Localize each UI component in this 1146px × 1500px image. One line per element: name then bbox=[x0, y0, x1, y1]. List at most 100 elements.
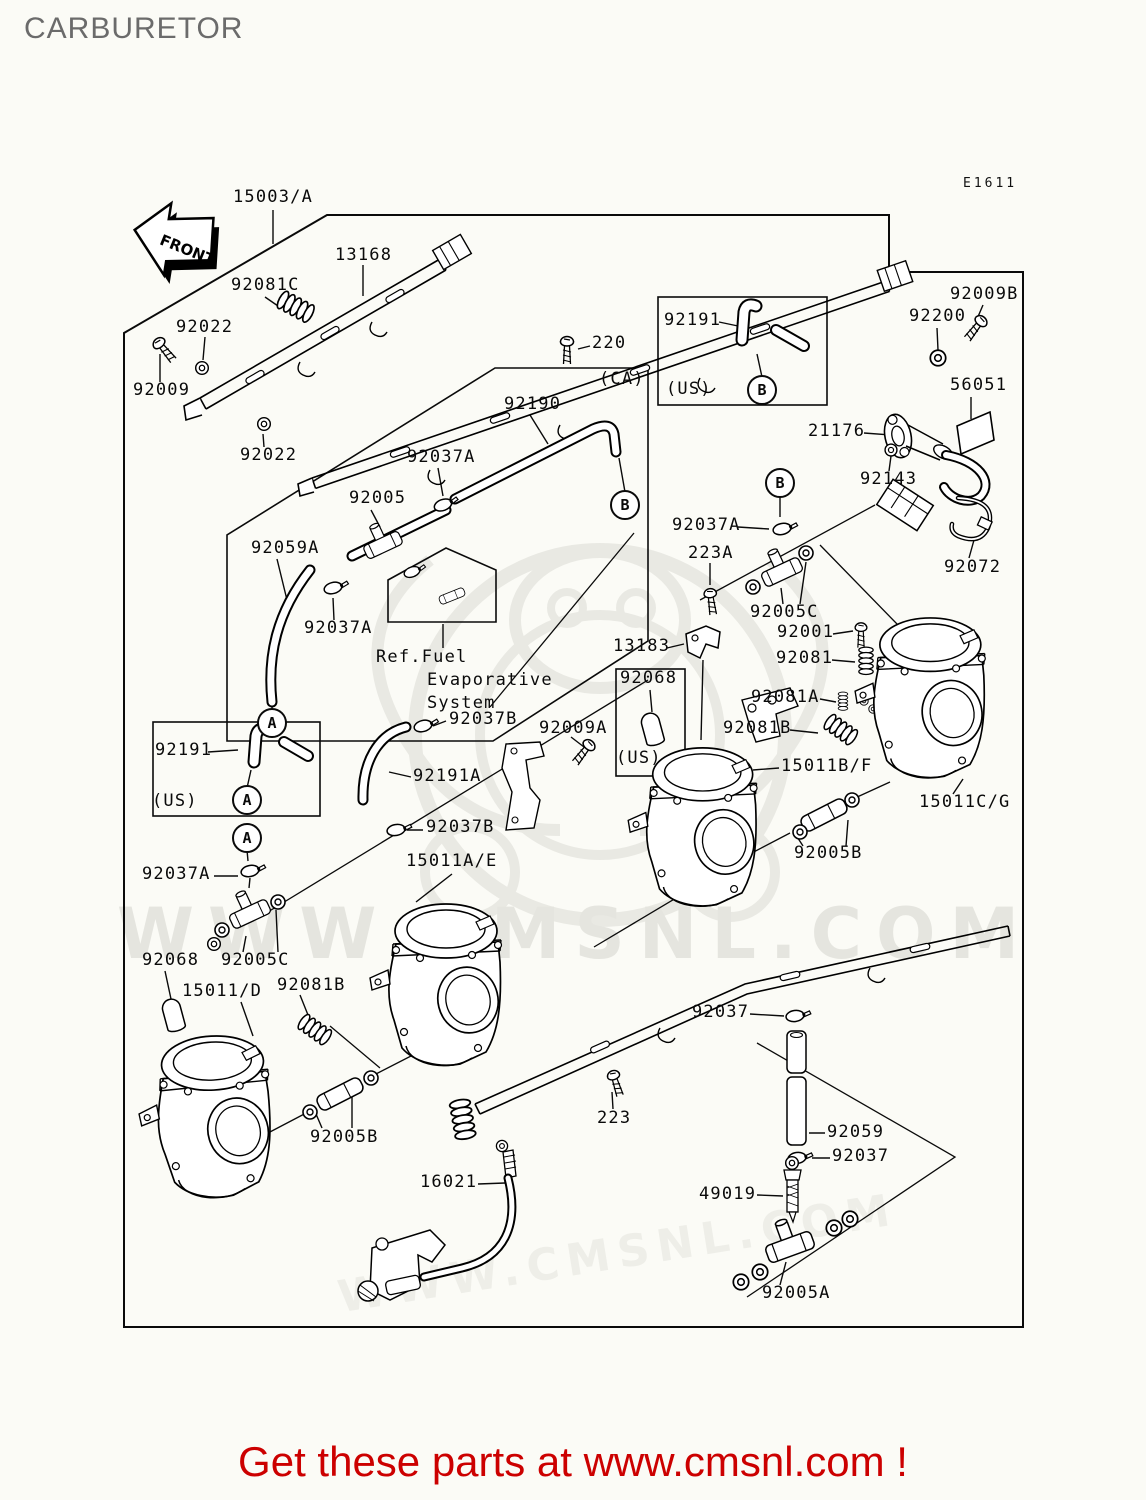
part-number-label: 92037A bbox=[672, 515, 741, 535]
diagram-code: E1611 bbox=[963, 176, 1018, 191]
part-number-label: 92037 bbox=[692, 1002, 750, 1022]
part-number-label: 92001 bbox=[777, 622, 835, 642]
part-number-label: 92037B bbox=[426, 817, 495, 837]
clamp-92037a-lower bbox=[322, 577, 351, 597]
carburetor-15011d bbox=[134, 1032, 280, 1203]
part-number-label: 92037A bbox=[407, 447, 476, 467]
cmsnl-banner-link[interactable]: Get these parts at www.cmsnl.com ! bbox=[238, 1438, 908, 1485]
ref-fuel-box bbox=[387, 547, 497, 623]
part-number-label: 15011/D bbox=[182, 981, 263, 1001]
part-number-label: 92191A bbox=[413, 766, 482, 786]
bracket-92009a bbox=[501, 741, 545, 831]
washer-92022-lower bbox=[256, 416, 272, 432]
part-number-label: 92005B bbox=[310, 1127, 379, 1147]
fuel-rail-lower bbox=[297, 259, 914, 498]
oring-92005b-l2 bbox=[363, 1070, 379, 1086]
screw-220 bbox=[559, 335, 575, 365]
part-number-label: 92005C bbox=[750, 602, 819, 622]
part-number-label: (US) bbox=[666, 379, 712, 399]
spring-92081 bbox=[858, 646, 874, 676]
cap-92068-left bbox=[159, 996, 187, 1034]
oring-92005c-l3 bbox=[206, 936, 222, 952]
part-number-label: 92081B bbox=[277, 975, 346, 995]
part-number-label: 13168 bbox=[335, 245, 393, 265]
oring-92005a-2 bbox=[751, 1263, 769, 1281]
hose-92191a bbox=[357, 721, 412, 806]
bracket-13183 bbox=[685, 625, 721, 660]
part-number-label: Evaporative bbox=[427, 670, 553, 690]
oring-92005c-r2 bbox=[745, 579, 761, 595]
part-number-label: 92037B bbox=[449, 709, 518, 729]
oring-92005b-r1 bbox=[792, 824, 808, 840]
spring-92081a bbox=[837, 691, 849, 711]
diagram-border bbox=[123, 214, 1024, 1328]
fuel-pipe-rail-lower bbox=[474, 925, 1011, 1115]
part-number-label: 92081C bbox=[231, 275, 300, 295]
bracket-carb-bf bbox=[741, 687, 799, 743]
part-number-label: 16021 bbox=[420, 1172, 478, 1192]
part-number-label: 92009B bbox=[950, 284, 1019, 304]
screw-starter-16021 bbox=[357, 1097, 517, 1302]
hose-92059a bbox=[265, 564, 316, 708]
part-number-label: 21176 bbox=[808, 421, 866, 441]
leader-lines bbox=[159, 210, 984, 1286]
part-number-label: 92005A bbox=[762, 1283, 831, 1303]
washer-92200 bbox=[929, 349, 947, 367]
part-number-label: 92009A bbox=[539, 718, 608, 738]
part-number-label: 92005B bbox=[794, 843, 863, 863]
oring-92005b-r2 bbox=[844, 792, 860, 808]
part-number-label: 92022 bbox=[240, 445, 298, 465]
us-inset-92068 bbox=[615, 668, 686, 777]
pipe-92005b-left bbox=[314, 1075, 366, 1113]
part-number-label: 92005C bbox=[221, 950, 290, 970]
part-number-label: 92190 bbox=[504, 394, 562, 414]
part-number-label: 92059A bbox=[251, 538, 320, 558]
part-number-label: 92191 bbox=[664, 310, 722, 330]
part-number-label: Ref.Fuel bbox=[376, 647, 468, 667]
part-number-label: (US) bbox=[616, 748, 662, 768]
carburetor-15011cg bbox=[854, 617, 990, 779]
part-number-label: 92081 bbox=[776, 648, 834, 668]
tube-92059 bbox=[786, 1030, 807, 1146]
clamp-92037a-left bbox=[239, 861, 268, 880]
part-number-label: (CA) bbox=[599, 369, 645, 389]
oring-92005a-3 bbox=[825, 1219, 843, 1237]
oring-92005c-l2 bbox=[270, 894, 286, 910]
part-number-label: 92022 bbox=[176, 317, 234, 337]
spring-92081b-right bbox=[821, 712, 861, 748]
part-number-label: 92037A bbox=[304, 618, 373, 638]
spring-92081b-left bbox=[295, 1012, 335, 1048]
part-number-label: 49019 bbox=[699, 1184, 757, 1204]
screw-92009a bbox=[569, 736, 599, 768]
part-number-label: System bbox=[427, 693, 496, 713]
part-number-label: 15011A/E bbox=[406, 851, 498, 871]
screw-92001 bbox=[854, 622, 868, 649]
part-number-label: 92200 bbox=[909, 306, 967, 326]
cap-92068-right bbox=[638, 710, 666, 748]
part-number-label: 220 bbox=[592, 333, 627, 353]
oring-92005a-4 bbox=[841, 1210, 859, 1228]
callout-circle-a: A bbox=[257, 708, 287, 738]
washer-92022-upper bbox=[194, 360, 210, 376]
part-number-label: 92143 bbox=[860, 469, 918, 489]
part-number-label: 92072 bbox=[944, 557, 1002, 577]
part-number-label: 92059 bbox=[827, 1122, 885, 1142]
part-number-label: 92037 bbox=[832, 1146, 890, 1166]
strap-92072 bbox=[949, 495, 993, 542]
part-number-label: 92037A bbox=[142, 864, 211, 884]
oring-92005c-r1 bbox=[798, 545, 814, 561]
part-number-label: 15011C/G bbox=[919, 792, 1011, 812]
carburetor-15011bf bbox=[627, 747, 762, 908]
callout-circle-b: B bbox=[747, 375, 777, 405]
callout-circle-a: A bbox=[232, 785, 262, 815]
pipe-92005b-right bbox=[798, 796, 850, 834]
clamp-92037-upper bbox=[784, 1007, 813, 1024]
part-number-label: 56051 bbox=[950, 375, 1008, 395]
part-number-label: 223 bbox=[597, 1108, 632, 1128]
strainer-49019 bbox=[783, 1155, 802, 1224]
grommet-92143 bbox=[884, 443, 898, 457]
part-number-label: (US) bbox=[152, 791, 198, 811]
part-number-label: 92191 bbox=[155, 740, 213, 760]
